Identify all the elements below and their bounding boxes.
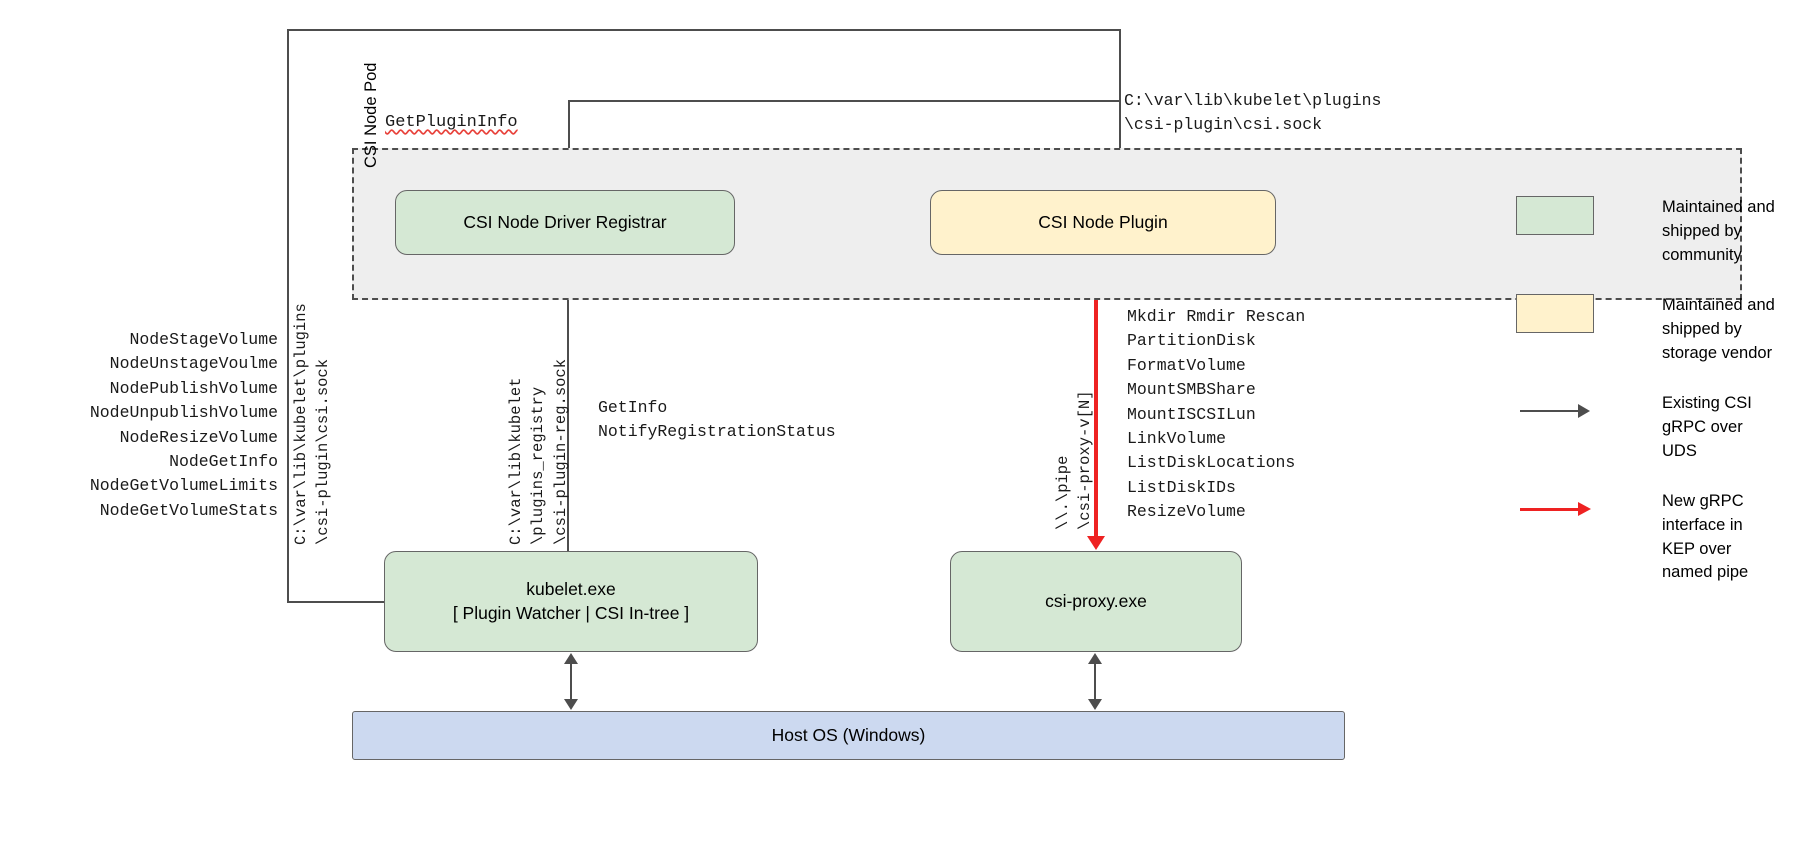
legend-item-existing-csi-grpc: Existing CSI gRPC over UDS	[1516, 392, 1752, 463]
box-kubelet-exe[interactable]: kubelet.exe [ Plugin Watcher | CSI In-tr…	[384, 551, 758, 652]
label-named-pipe-path-rotated: \\.\pipe \csi-proxy-v[N]	[1054, 390, 1095, 530]
connector-node-plugin-csi-proxy-red	[1094, 255, 1098, 538]
box-host-os-label: Host OS (Windows)	[771, 724, 926, 745]
legend-swatch-storage-vendor	[1516, 294, 1594, 333]
connector-top-horizontal	[287, 29, 1121, 31]
arrowhead-kubelet-up	[564, 653, 578, 664]
box-csi-proxy-exe[interactable]: csi-proxy.exe	[950, 551, 1242, 652]
connector-left-vertical	[287, 29, 289, 603]
legend-arrow-existing-head	[1578, 404, 1590, 418]
label-node-service-rpc-list: NodeStageVolume NodeUnstageVoulme NodePu…	[89, 330, 278, 520]
connector-kubelet-left-stub	[287, 601, 386, 603]
label-csi-sock-path-top: C:\var\lib\kubelet\plugins \csi-plugin\c…	[1124, 91, 1382, 135]
label-kubelet-registry-path-rotated: C:\var\lib\kubelet \plugins_registry \cs…	[507, 358, 570, 545]
connector-getplugininfo-horizontal	[568, 100, 1121, 102]
legend-label-new-grpc-kep: New gRPC interface in KEP over named pip…	[1662, 492, 1749, 582]
legend-arrow-new-head	[1578, 502, 1591, 516]
box-kubelet-exe-label: kubelet.exe	[526, 578, 616, 599]
label-get-plugin-info: GetPluginInfo	[385, 113, 518, 132]
legend-arrow-existing-line	[1520, 410, 1580, 412]
connector-kubelet-hostos	[570, 663, 572, 701]
legend-item-community: Maintained and shipped by community	[1516, 196, 1775, 267]
connector-to-node-plugin-vertical	[1119, 29, 1121, 183]
legend-item-new-grpc-kep: New gRPC interface in KEP over named pip…	[1516, 490, 1748, 585]
legend-arrow-new-icon	[1516, 490, 1594, 529]
arrowhead-csiproxy-up	[1088, 653, 1102, 664]
box-csi-node-plugin-label: CSI Node Plugin	[1038, 211, 1168, 232]
legend-label-existing-csi-grpc: Existing CSI gRPC over UDS	[1662, 394, 1752, 460]
legend-arrow-existing-icon	[1516, 392, 1594, 431]
arrowhead-kubelet-down	[564, 699, 578, 710]
csi-node-pod-label: CSI Node Pod	[362, 62, 380, 168]
connector-csiproxy-hostos	[1094, 663, 1096, 701]
legend-swatch-community	[1516, 196, 1594, 235]
box-host-os[interactable]: Host OS (Windows)	[352, 711, 1345, 760]
connector-registrar-up	[568, 100, 570, 192]
label-registration-rpc-list: GetInfo NotifyRegistrationStatus	[598, 398, 836, 442]
box-kubelet-exe-sublabel: [ Plugin Watcher | CSI In-tree ]	[452, 602, 690, 623]
legend-label-community: Maintained and shipped by community	[1662, 198, 1775, 264]
legend-arrow-new-line	[1520, 508, 1580, 511]
legend-item-storage-vendor: Maintained and shipped by storage vendor	[1516, 294, 1775, 365]
label-csi-proxy-rpc-list: Mkdir Rmdir Rescan PartitionDisk FormatV…	[1127, 307, 1306, 522]
box-csi-node-plugin[interactable]: CSI Node Plugin	[930, 190, 1276, 255]
arrowhead-csiproxy-down	[1088, 699, 1102, 710]
box-csi-proxy-exe-label: csi-proxy.exe	[1045, 590, 1147, 611]
connector-kubelet-registrar	[567, 262, 569, 552]
label-kubelet-csi-sock-path-rotated: C:\var\lib\kubelet\plugins \csi-plugin\c…	[292, 303, 333, 545]
box-csi-node-driver-registrar[interactable]: CSI Node Driver Registrar	[395, 190, 735, 255]
legend-label-storage-vendor: Maintained and shipped by storage vendor	[1662, 296, 1775, 362]
arrowhead-to-csi-proxy-red	[1087, 536, 1105, 550]
box-csi-node-driver-registrar-label: CSI Node Driver Registrar	[463, 211, 667, 232]
